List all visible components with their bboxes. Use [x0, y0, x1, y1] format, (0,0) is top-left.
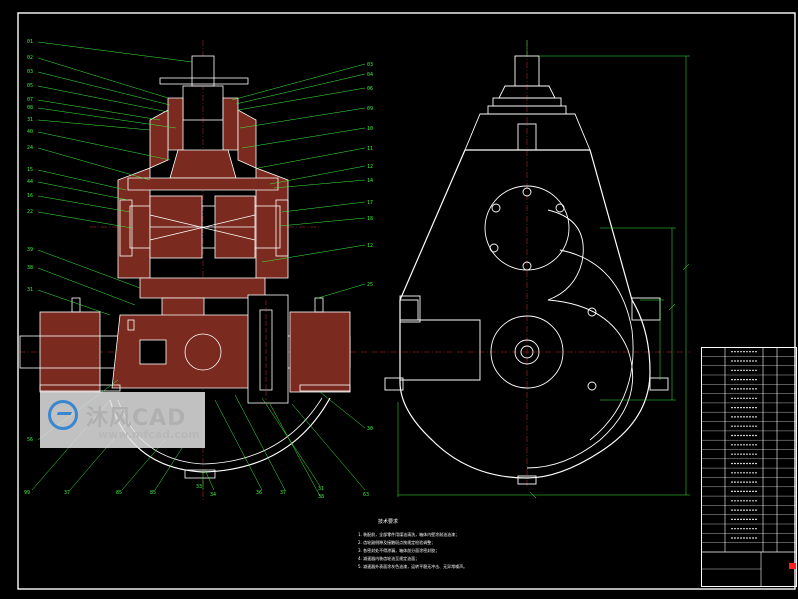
bottom-callout: 85 [150, 490, 156, 496]
bottom-callout: 99 [24, 490, 30, 496]
bottom-callout: 33 [196, 484, 202, 490]
right-callout: 12 [367, 164, 373, 170]
watermark: 沐风CAD www.mfcad.com [40, 392, 205, 448]
technical-notes: 技术要求 1. 装配前，全部零件用煤油清洗，箱体内壁涂耐油油漆； 2. 齿轮副侧… [358, 518, 467, 569]
dimension-ticks [529, 263, 690, 499]
bottom-callout: 37 [64, 490, 70, 496]
callout-list-left: 01 02 03 05 07 08 31 40 24 15 44 16 22 39 38 31 56 [27, 39, 33, 443]
left-callout: 01 [27, 39, 33, 45]
left-callout: 31 [27, 287, 33, 293]
note-line-3: 3. 各密封处不得渗漏，箱体剖分面涂密封胶； [358, 547, 439, 553]
right-callout: 03 [367, 62, 373, 68]
right-callout: 12 [367, 243, 373, 249]
sheet-border [17, 12, 796, 590]
note-line-4: 4. 减速器内装齿轮油至规定油面； [358, 555, 419, 561]
right-callout: 17 [367, 200, 373, 206]
note-line-2: 2. 齿轮副侧隙及接触斑点按规定检验调整； [358, 539, 435, 545]
callout-list-bottom: 99 37 85 85 33 34 36 37 31 38 63 [24, 484, 369, 500]
right-callout: 25 [367, 282, 373, 288]
sectional-view [19, 40, 380, 500]
watermark-logo-icon [48, 400, 78, 430]
right-callout: 30 [367, 426, 373, 432]
note-line-5: 5. 减速器外表面涂灰色油漆，运转平稳无冲击、无异常噪声。 [358, 563, 467, 569]
right-callout: 06 [367, 86, 373, 92]
leader-lines-left [37, 41, 193, 441]
left-callout: 38 [27, 265, 33, 271]
exterior-view [380, 40, 690, 488]
bottom-callout: 36 [256, 490, 262, 496]
left-callout: 40 [27, 129, 33, 135]
dimension-lines [397, 40, 690, 497]
parts-list-rows [701, 351, 797, 543]
left-callout: 39 [27, 247, 33, 253]
title-block [701, 347, 797, 587]
left-callout: 56 [27, 437, 33, 443]
left-callout: 44 [27, 179, 33, 185]
left-callout: 24 [27, 145, 33, 151]
left-callout: 02 [27, 55, 33, 61]
left-callout: 22 [27, 209, 33, 215]
right-callout: 04 [367, 72, 373, 78]
bottom-callout: 37 [280, 490, 286, 496]
left-callout: 15 [27, 167, 33, 173]
callout-list-right: 03 04 06 09 10 11 12 14 17 18 12 25 30 [367, 62, 373, 432]
bottom-callout: 38 [318, 494, 324, 500]
left-callout: 07 [27, 97, 33, 103]
watermark-url: www.mfcad.com [98, 428, 200, 441]
right-callout: 18 [367, 216, 373, 222]
leader-lines-right [231, 63, 366, 429]
notes-title: 技术要求 [378, 518, 398, 525]
bottom-callout: 63 [363, 492, 369, 498]
watermark-brand: 沐风CAD [86, 406, 187, 431]
left-callout: 16 [27, 193, 33, 199]
bottom-callout: 34 [210, 492, 216, 498]
bottom-callout: 31 [318, 486, 324, 492]
right-callout: 14 [367, 178, 373, 184]
right-callout: 11 [367, 146, 373, 152]
note-line-1: 1. 装配前，全部零件用煤油清洗，箱体内壁涂耐油油漆； [358, 531, 459, 537]
right-callout: 10 [367, 126, 373, 132]
left-callout: 05 [27, 83, 33, 89]
right-callout: 09 [367, 106, 373, 112]
left-callout: 31 [27, 117, 33, 123]
bottom-callout: 85 [116, 490, 122, 496]
left-callout: 03 [27, 69, 33, 75]
left-callout: 08 [27, 105, 33, 111]
title-block-mark [789, 563, 796, 569]
